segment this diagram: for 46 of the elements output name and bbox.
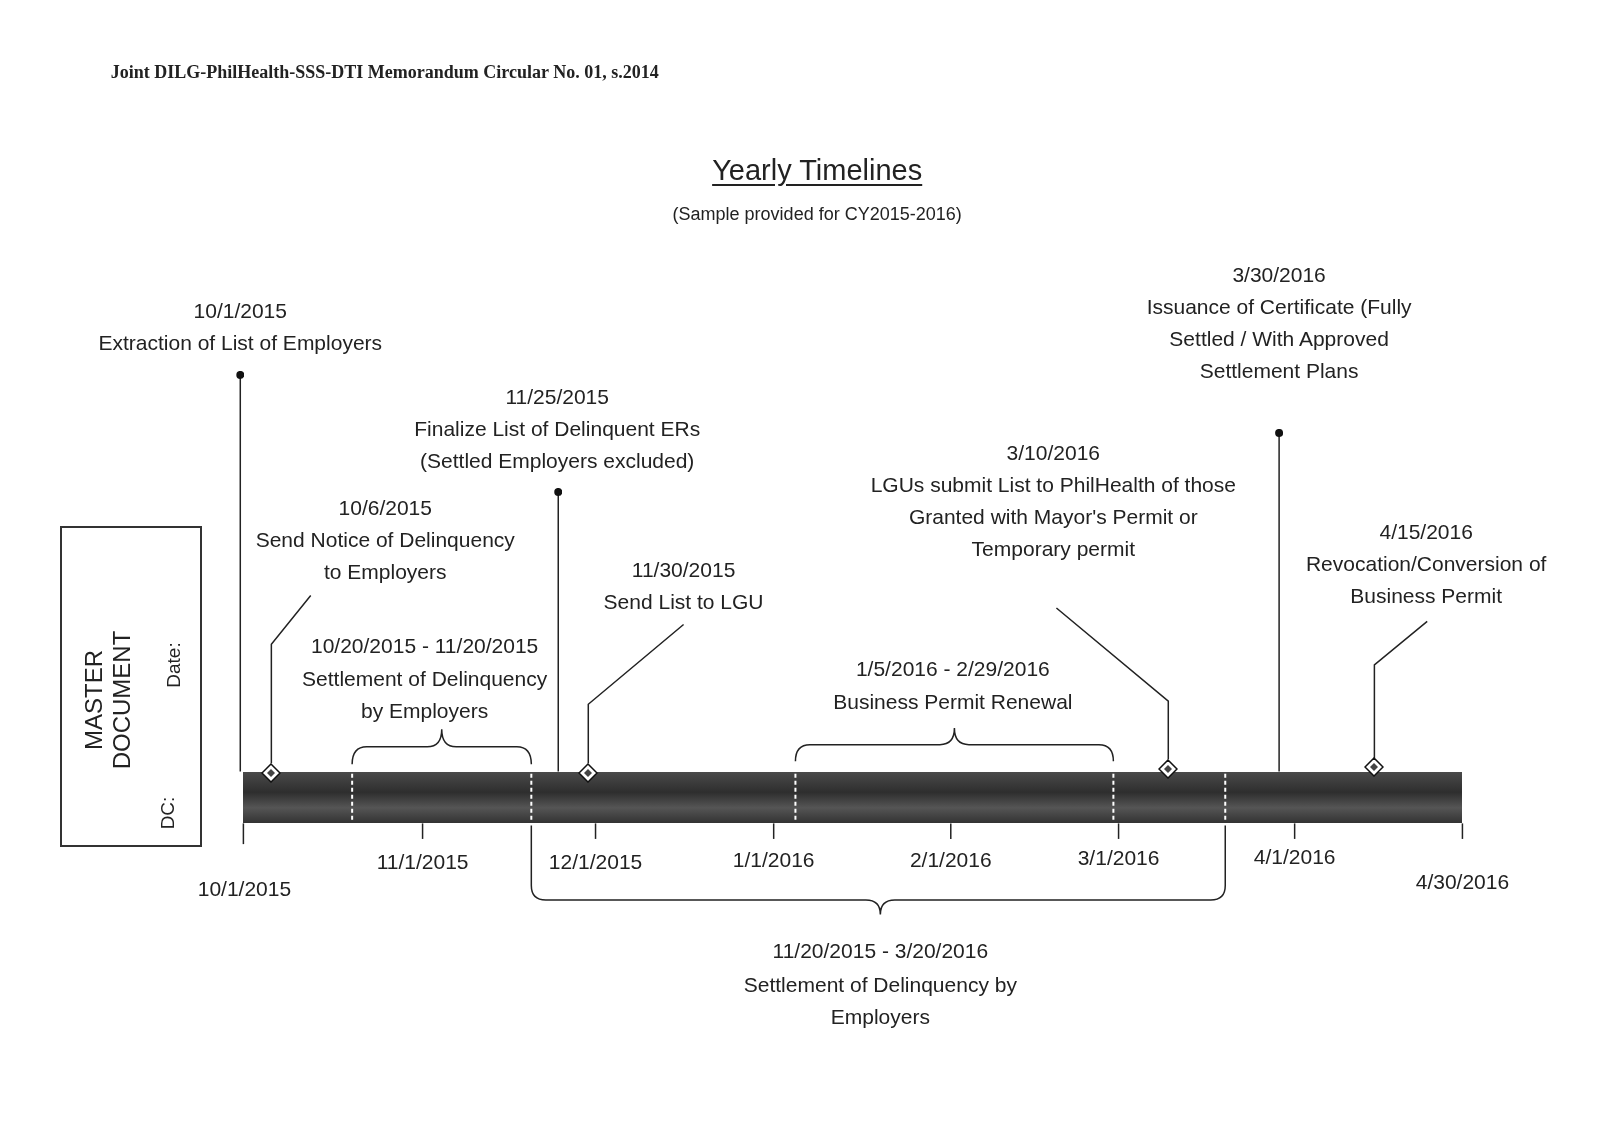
leader-line [1275, 428, 1284, 773]
timeline-label: 12/1/2015 [547, 849, 644, 876]
timeline-label: 11/20/2015 - 3/20/2016 [771, 938, 990, 965]
event-description: Extraction of List of Employers [98, 330, 383, 357]
event-date: 11/30/2015 [631, 557, 736, 584]
timeline-label: 3/1/2016 [1076, 845, 1161, 872]
event-description: Send Notice of Delinquency to Employers [254, 526, 516, 585]
diamond-marker [578, 762, 599, 783]
timeline-label: 4/30/2016 [1414, 868, 1511, 895]
timeline-label: Business Permit Renewal [832, 688, 1074, 715]
event-date: 4/15/2016 [1379, 518, 1473, 545]
event-date: 10/6/2015 [338, 494, 432, 521]
event-description: LGUs submit List to PhilHealth of those Granted with Mayor's Permit or Temporary permit [869, 472, 1237, 563]
event-date: 3/30/2016 [1232, 261, 1326, 288]
leader-line [554, 487, 563, 773]
timeline-label: 11/1/2015 [375, 849, 470, 876]
leader-line [236, 370, 245, 773]
event-description: Revocation/Conversion of Business Permit [1304, 550, 1548, 609]
event-description: Issuance of Certificate (Fully Settled / With Approved Settlement Plans [1145, 293, 1413, 384]
timeline-label: 1/5/2016 - 2/29/2016 [854, 655, 1051, 682]
diamond-marker [1158, 758, 1179, 779]
timeline-label: Settlement of Delinquency by Employers [742, 972, 1018, 1031]
event-description: Finalize List of Delinquent ERs (Settled Employers excluded) [413, 416, 702, 475]
leader-line [1055, 607, 1170, 760]
stamp-text: Date: [162, 641, 185, 690]
event-description: Send List to LGU [603, 589, 764, 616]
subtitle: (Sample provided for CY2015-2016) [671, 202, 963, 226]
leader-line [270, 594, 312, 765]
event-date: 3/10/2016 [1006, 440, 1101, 467]
timeline-label: 1/1/2016 [731, 847, 816, 874]
document-header: Joint DILG-PhilHealth-SSS-DTI Memorandum Circular No. 01, s.2014 [110, 61, 659, 85]
stamp-text: DC: [155, 795, 179, 832]
diamond-marker [1364, 757, 1385, 778]
timeline-label: 10/20/2015 - 11/20/2015 [310, 632, 540, 659]
timeline-label: 4/1/2016 [1252, 844, 1337, 870]
timeline-label: 10/1/2015 [196, 876, 293, 903]
diamond-marker [261, 762, 282, 783]
timeline-bar [243, 771, 1463, 824]
leader-line [1373, 620, 1428, 759]
stamp-text: MASTER DOCUMENT [79, 629, 136, 771]
event-date: 10/1/2015 [193, 298, 287, 325]
timeline-label: 2/1/2016 [908, 847, 993, 874]
leader-line [587, 623, 685, 765]
event-date: 11/25/2015 [505, 384, 609, 411]
timeline-label: Settlement of Delinquency by Employers [301, 665, 549, 724]
title: Yearly Timelines [711, 153, 924, 189]
